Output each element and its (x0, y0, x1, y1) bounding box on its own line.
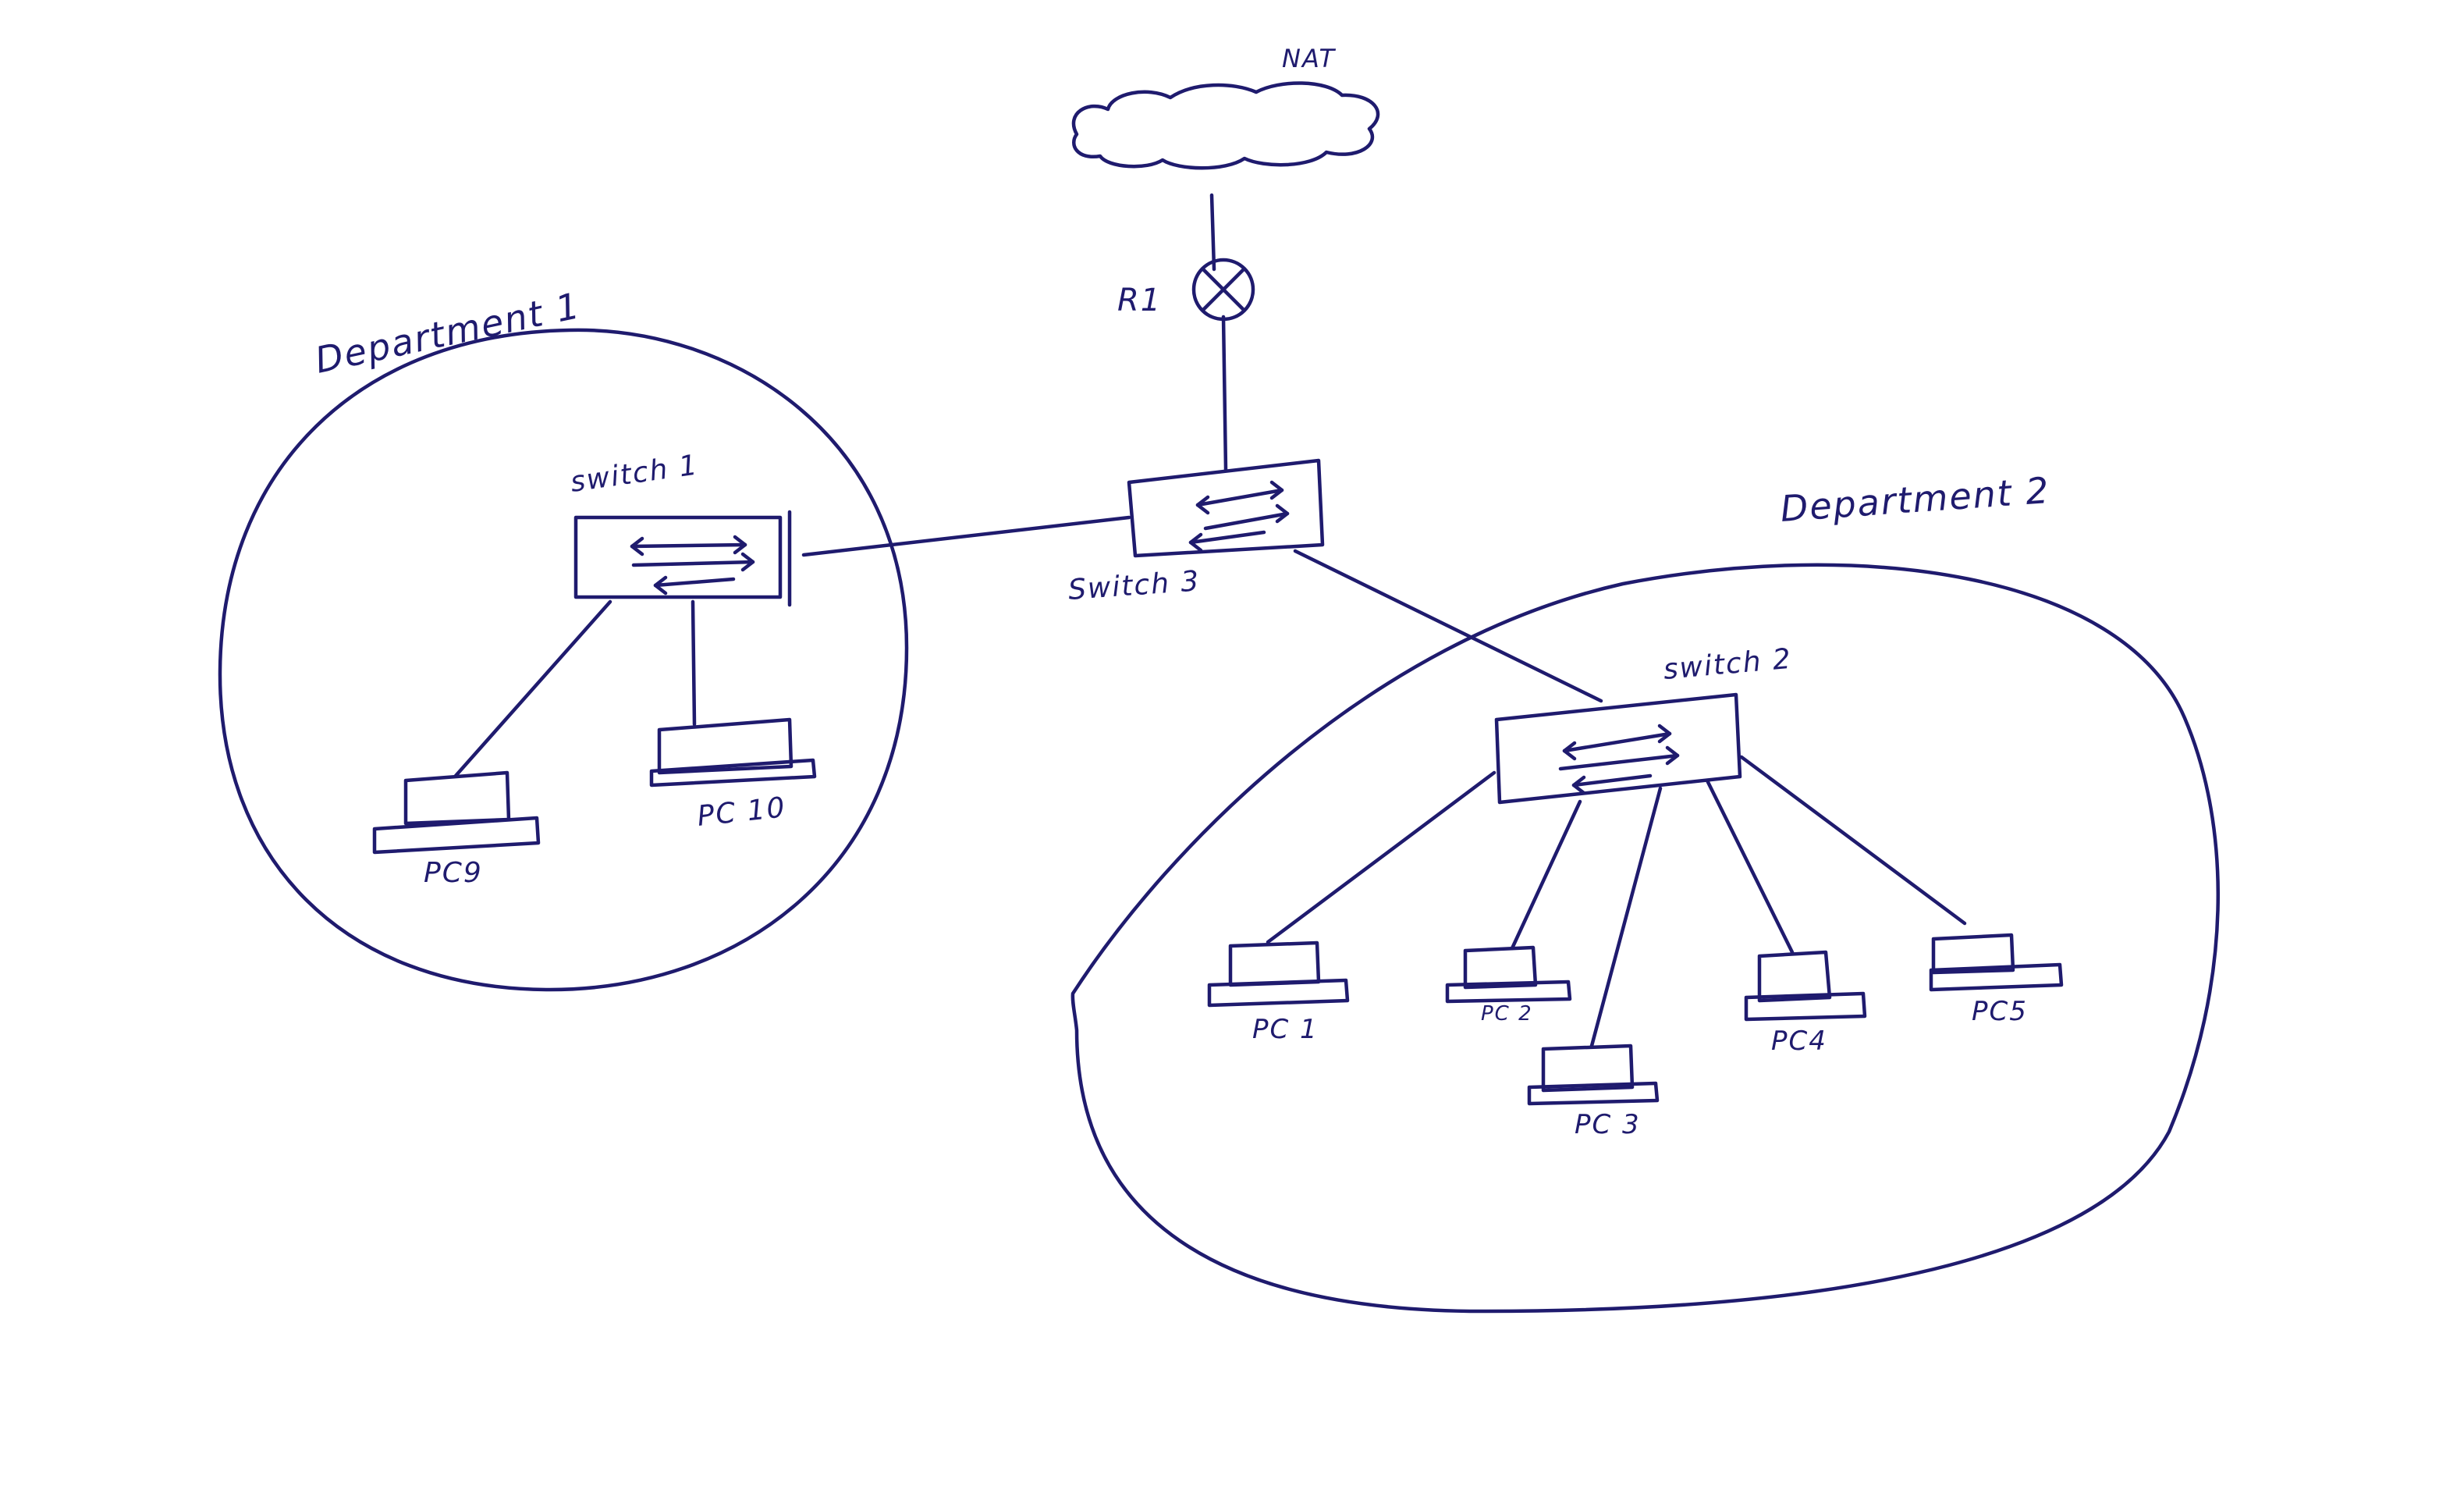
department-2-label: Department 2 (1779, 469, 2051, 530)
pc9-label: PC9 (424, 857, 483, 889)
pc4-label: PC4 (1771, 1026, 1827, 1057)
switch-3-label: Switch 3 (1067, 565, 1202, 606)
pc3-icon (1527, 1044, 1660, 1106)
pc1-label: PC 1 (1252, 1014, 1319, 1045)
link-switch2-pc2 (1510, 799, 1582, 951)
pc10-label: PC 10 (696, 791, 788, 833)
router-r1-label: R1 (1117, 283, 1162, 318)
pc2-label: PC 2 (1481, 1002, 1533, 1026)
link-nat-r1 (1209, 193, 1216, 272)
router-r1-icon (1191, 258, 1255, 322)
link-switch1-pc10 (691, 599, 697, 727)
pc10-icon (649, 717, 817, 788)
pc5-label: PC5 (1972, 996, 2028, 1027)
switch-1-label: switch 1 (569, 449, 701, 499)
link-switch2-pc1 (1266, 770, 1497, 944)
link-switch2-pc3 (1589, 786, 1663, 1048)
nat-label: NAT (1282, 44, 1337, 73)
link-switch3-switch2 (1293, 549, 1603, 703)
department-1-boundary (218, 328, 909, 992)
link-switch2-pc4 (1705, 778, 1795, 955)
pc3-label: PC 3 (1575, 1109, 1641, 1140)
department-1-label: Department 1 (311, 284, 584, 382)
link-switch2-pc5 (1739, 755, 1967, 926)
link-switch3-switch1 (801, 515, 1131, 557)
switch-2-label: switch 2 (1662, 643, 1793, 686)
link-switch1-pc9 (453, 599, 612, 778)
pc1-icon (1207, 940, 1350, 1008)
nat-cloud (1071, 81, 1380, 170)
link-r1-switch3 (1221, 315, 1228, 472)
switch-3-icon (1127, 458, 1325, 558)
switch-2-icon (1494, 692, 1742, 805)
pc9-icon (372, 770, 541, 855)
pc4-icon (1744, 950, 1867, 1022)
switch-1-icon (573, 510, 792, 607)
pc5-icon (1929, 933, 2064, 992)
department-2-boundary (1070, 563, 2221, 1314)
pc2-icon (1445, 945, 1572, 1004)
